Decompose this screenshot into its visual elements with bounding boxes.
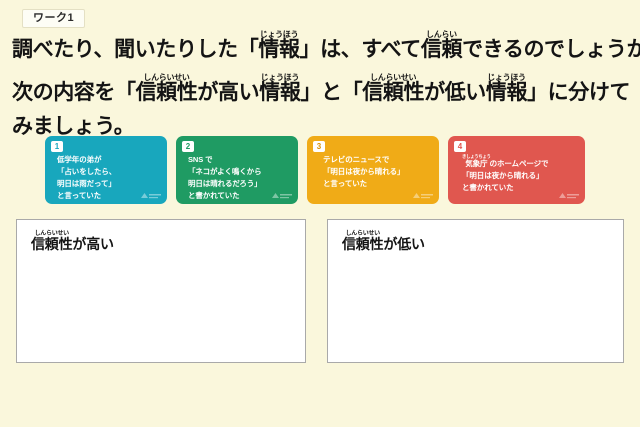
ruby-shinrai: 信頼しんらい [420, 30, 463, 61]
card-1-line-1: 低学年の弟が [57, 155, 102, 164]
card-1-line-2: 「占いをしたら、 [57, 167, 117, 177]
card-number-badge-4: 4 [454, 141, 466, 152]
card-2-line-4: と書かれていた [188, 191, 240, 201]
instruction-line-1-seg2: 」は、すべて [299, 38, 422, 61]
card-body-2: SNS で 「ネコがよく鳴くから 明日は晴れるだろう」 と書かれていた [182, 154, 292, 203]
card-3-line-1: テレビのニュースで [323, 155, 390, 164]
card-number-badge-1: 1 [51, 141, 63, 152]
card-2-line-3: 明日は晴れるだろう」 [188, 179, 262, 189]
instruction-line-1-seg3: できるのでしょうか。 [462, 38, 640, 61]
instruction-line-1-seg1: 調べたり、聞いたりした「 [12, 38, 259, 61]
instruction-line-2: 次の内容を「信頼性しんらいせいが高い情報じょうほう」と「信頼性しんらいせいが低い… [12, 73, 632, 104]
ruby-jouhou-1: 情報じょうほう [258, 30, 300, 61]
answer-box-high-reliability-title: 信頼性しんらいせいが高い [31, 231, 114, 251]
card-4-line-1: 気象庁きしょうちょうのホームページで [462, 154, 579, 170]
source-card-3[interactable]: 3 テレビのニュースで 「明日は夜から晴れる」 と言っていた [307, 136, 439, 204]
work-number-tag: ワーク1 [22, 9, 86, 29]
instruction-line-2-seg5: 」に分けて [527, 81, 631, 104]
card-2-line-1: SNS で [188, 155, 213, 164]
ruby-jouhou-2: 情報じょうほう [259, 73, 301, 104]
instruction-line-3: みましょう。 [12, 115, 135, 138]
ruby-kishouchou: 気象庁きしょうちょう [462, 154, 491, 168]
ruby-shinraisei-low: 信頼性しんらいせい [342, 231, 384, 252]
card-4-line-2: 「明日は夜から晴れる」 [462, 171, 544, 181]
card-2-line-2: 「ネコがよく鳴くから [188, 167, 262, 177]
card-body-3: テレビのニュースで 「明日は夜から晴れる」 と言っていた [313, 154, 433, 190]
card-body-4: 気象庁きしょうちょうのホームページで 「明日は夜から晴れる」 と書かれていた [454, 154, 579, 194]
instruction-line-2-seg3: 」と「 [300, 81, 363, 104]
answer-box-low-reliability[interactable]: 信頼性しんらいせいが低い [327, 219, 624, 363]
source-card-4[interactable]: 4 気象庁きしょうちょうのホームページで 「明日は夜から晴れる」 と書かれていた [448, 136, 585, 204]
answer-box-high-title-tail: が高い [72, 236, 114, 252]
instruction-line-2-seg4: が低い [424, 81, 486, 104]
instruction-line-2-seg1: 次の内容を「 [12, 81, 136, 104]
card-1-line-4: と言っていた [57, 191, 102, 201]
card-4-line-3: と書かれていた [462, 183, 514, 193]
publisher-watermark-logo-2 [272, 193, 292, 199]
ruby-shinraisei-2: 信頼性しんらいせい [362, 73, 425, 104]
card-1-line-3: 明日は雨だって」 [57, 179, 116, 189]
ruby-jouhou-3: 情報じょうほう [485, 73, 528, 104]
source-card-1[interactable]: 1 低学年の弟が 「占いをしたら、 明日は雨だって」 と言っていた [45, 136, 167, 204]
instruction-line-2-seg2: が高い [197, 81, 260, 104]
card-number-badge-2: 2 [182, 141, 194, 152]
answer-box-low-title-tail: が低い [383, 236, 425, 252]
card-number-badge-3: 3 [313, 141, 325, 152]
source-card-2[interactable]: 2 SNS で 「ネコがよく鳴くから 明日は晴れるだろう」 と書かれていた [176, 136, 298, 204]
answer-box-high-reliability[interactable]: 信頼性しんらいせいが高い [16, 219, 306, 363]
publisher-watermark-logo-1 [141, 193, 161, 199]
answer-box-low-reliability-title: 信頼性しんらいせいが低い [342, 231, 425, 251]
card-body-1: 低学年の弟が 「占いをしたら、 明日は雨だって」 と言っていた [51, 154, 161, 203]
card-4-line-1-tail: のホームページで [489, 159, 549, 168]
ruby-shinraisei-1: 信頼性しんらいせい [135, 73, 198, 104]
publisher-watermark-logo-3 [413, 193, 433, 199]
instruction-line-1: 調べたり、聞いたりした「情報じょうほう」は、すべて信頼しんらいできるのでしょうか… [12, 30, 640, 61]
card-3-line-3: と言っていた [323, 179, 368, 189]
card-3-line-2: 「明日は夜から晴れる」 [323, 167, 405, 177]
publisher-watermark-logo-4 [559, 193, 579, 199]
worksheet-instructions: 調べたり、聞いたりした「情報じょうほう」は、すべて信頼しんらいできるのでしょうか… [12, 30, 640, 138]
ruby-shinraisei-high: 信頼性しんらいせい [31, 231, 73, 252]
information-source-cards: 1 低学年の弟が 「占いをしたら、 明日は雨だって」 と言っていた 2 SNS … [45, 136, 605, 206]
